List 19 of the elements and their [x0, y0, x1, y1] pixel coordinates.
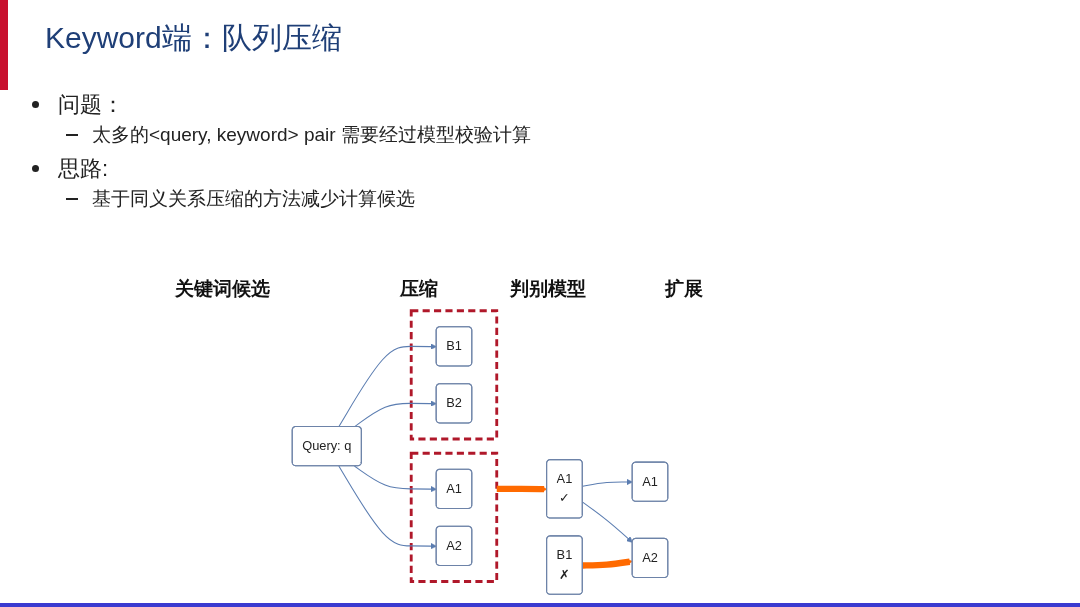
cluster [409, 309, 499, 441]
column-heading: 判别模型 [510, 277, 586, 301]
arrow [582, 558, 633, 569]
arrow [338, 343, 437, 428]
bullet-heading: 思路: [58, 156, 109, 181]
arrow [353, 400, 437, 428]
cluster [409, 451, 499, 583]
arrow [582, 501, 633, 543]
bullet-heading: 问题： [58, 92, 124, 117]
arrow [582, 478, 633, 487]
arrow [338, 465, 437, 550]
bullet-text: 基于同义关系压缩的方法减少计算候选 [92, 188, 415, 209]
column-heading: 压缩 [400, 277, 438, 301]
bullet-text: 太多的<query, keyword> pair 需要经过模型校验计算 [92, 124, 531, 145]
column-heading: 关键词候选 [175, 277, 270, 301]
arrow [496, 485, 548, 493]
column-heading: 扩展 [665, 277, 703, 301]
arrow [353, 465, 437, 493]
slide-title: Keyword端：队列压缩 [45, 20, 342, 56]
